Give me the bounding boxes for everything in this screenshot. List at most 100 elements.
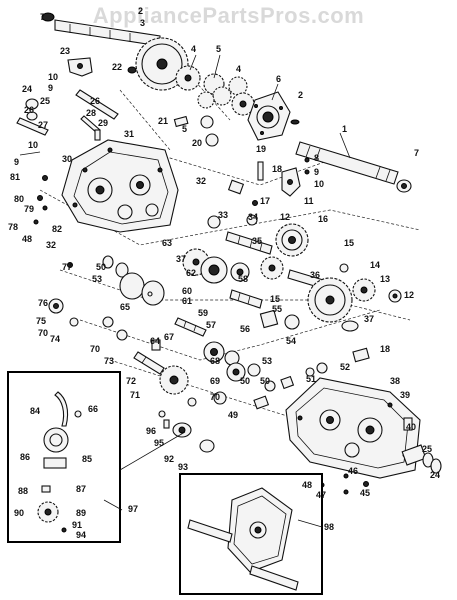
callout-31: 31 xyxy=(124,129,134,139)
callout-96: 96 xyxy=(146,426,156,436)
callout-75: 75 xyxy=(36,316,46,326)
callout-34: 34 xyxy=(248,212,258,222)
callout-14: 14 xyxy=(370,260,380,270)
callout-48-left: 48 xyxy=(22,234,32,244)
callout-25: 25 xyxy=(40,96,50,106)
callout-48-right: 48 xyxy=(302,480,312,490)
gear-cluster-4-5[interactable] xyxy=(175,65,255,129)
right-housing-39[interactable] xyxy=(285,377,442,479)
callout-74: 74 xyxy=(50,334,60,344)
callout-19: 19 xyxy=(256,144,266,154)
shift-arm-11[interactable] xyxy=(227,157,310,206)
callout-22: 22 xyxy=(112,62,122,72)
callout-11: 11 xyxy=(304,196,314,206)
callout-56: 56 xyxy=(240,324,250,334)
callout-86: 86 xyxy=(20,452,30,462)
callout-51: 51 xyxy=(306,374,316,384)
callout-7-top: 7 xyxy=(40,12,45,22)
callout-61: 61 xyxy=(182,296,192,306)
callout-73: 73 xyxy=(104,356,114,366)
main-axle-1[interactable] xyxy=(295,141,412,193)
callout-87: 87 xyxy=(76,484,86,494)
callout-6: 6 xyxy=(276,74,281,84)
callout-93: 93 xyxy=(178,462,188,472)
callout-92: 92 xyxy=(164,454,174,464)
left-housing-31[interactable] xyxy=(61,139,179,233)
gear-shaft-57[interactable] xyxy=(174,289,263,337)
shaft-72-71[interactable] xyxy=(133,351,189,395)
bearing-plate-6[interactable] xyxy=(247,91,291,141)
callout-95: 95 xyxy=(154,438,164,448)
callout-58: 58 xyxy=(238,274,248,284)
callout-65: 65 xyxy=(120,302,130,312)
large-gear-55[interactable] xyxy=(307,277,353,323)
gear-16[interactable] xyxy=(275,223,309,257)
bearings-49-54[interactable] xyxy=(253,347,370,410)
callout-32-top: 32 xyxy=(196,176,206,186)
callout-70-right: 70 xyxy=(210,392,220,402)
large-sprocket-3[interactable] xyxy=(135,37,189,91)
callout-66: 66 xyxy=(88,404,98,414)
callout-21: 21 xyxy=(158,116,168,126)
callout-13: 13 xyxy=(380,274,390,284)
callout-79: 79 xyxy=(24,204,34,214)
callout-94: 94 xyxy=(76,530,86,540)
gear-13[interactable] xyxy=(352,278,402,303)
callout-28: 28 xyxy=(86,108,96,118)
callout-9-right: 9 xyxy=(314,167,319,177)
callout-20: 20 xyxy=(192,138,202,148)
callout-97: 97 xyxy=(128,504,138,514)
callout-17: 17 xyxy=(260,196,270,206)
callout-10-right: 10 xyxy=(314,179,324,189)
gear-62[interactable] xyxy=(182,248,250,284)
callout-24: 24 xyxy=(22,84,32,94)
callout-53-mid: 53 xyxy=(262,356,272,366)
callout-50-right: 50 xyxy=(260,376,270,386)
callout-70-left: 70 xyxy=(38,328,48,338)
callout-36: 36 xyxy=(310,270,320,280)
callout-82: 82 xyxy=(52,224,62,234)
callout-26-left: 26 xyxy=(24,105,34,115)
top-shaft[interactable] xyxy=(41,12,161,47)
callout-85: 85 xyxy=(82,454,92,464)
gear-shaft-35[interactable] xyxy=(207,214,273,255)
callout-10-mid: 10 xyxy=(28,140,38,150)
callout-3: 3 xyxy=(140,18,145,28)
callout-52: 52 xyxy=(340,362,350,372)
callout-5-mid: 5 xyxy=(182,124,187,134)
callout-26: 26 xyxy=(90,96,100,106)
callout-72: 72 xyxy=(126,376,136,386)
callout-77: 77 xyxy=(62,262,72,272)
callout-9-mid: 9 xyxy=(14,157,19,167)
callout-18-top: 18 xyxy=(272,164,282,174)
inset-97-box xyxy=(7,371,186,543)
callout-33: 33 xyxy=(218,210,228,220)
callout-84: 84 xyxy=(30,406,40,416)
callout-45: 45 xyxy=(360,488,370,498)
callout-78: 78 xyxy=(8,222,18,232)
callout-40: 40 xyxy=(406,422,416,432)
parts-92-96[interactable] xyxy=(158,410,215,453)
parts-69-70[interactable] xyxy=(187,362,261,407)
callout-81: 81 xyxy=(10,172,20,182)
callout-23: 23 xyxy=(60,46,70,56)
callout-53-left: 53 xyxy=(92,274,102,284)
callout-16: 16 xyxy=(318,214,328,224)
callout-15-top: 15 xyxy=(344,238,354,248)
callout-37-right: 37 xyxy=(364,314,374,324)
shift-bracket-23[interactable] xyxy=(16,57,119,141)
left-screws[interactable] xyxy=(19,151,73,268)
washers-spacers[interactable] xyxy=(48,255,359,341)
callout-27: 27 xyxy=(38,120,48,130)
callout-5-top: 5 xyxy=(216,44,221,54)
callout-69: 69 xyxy=(210,376,220,386)
callout-35: 35 xyxy=(252,236,262,246)
callout-64: 64 xyxy=(150,336,160,346)
callout-68: 68 xyxy=(210,356,220,366)
callout-70-mid: 70 xyxy=(90,344,100,354)
leader-lines xyxy=(103,54,351,528)
small-parts-20-22[interactable] xyxy=(127,66,300,147)
callout-49: 49 xyxy=(228,410,238,420)
callout-7-right: 7 xyxy=(414,148,419,158)
callout-80: 80 xyxy=(14,194,24,204)
